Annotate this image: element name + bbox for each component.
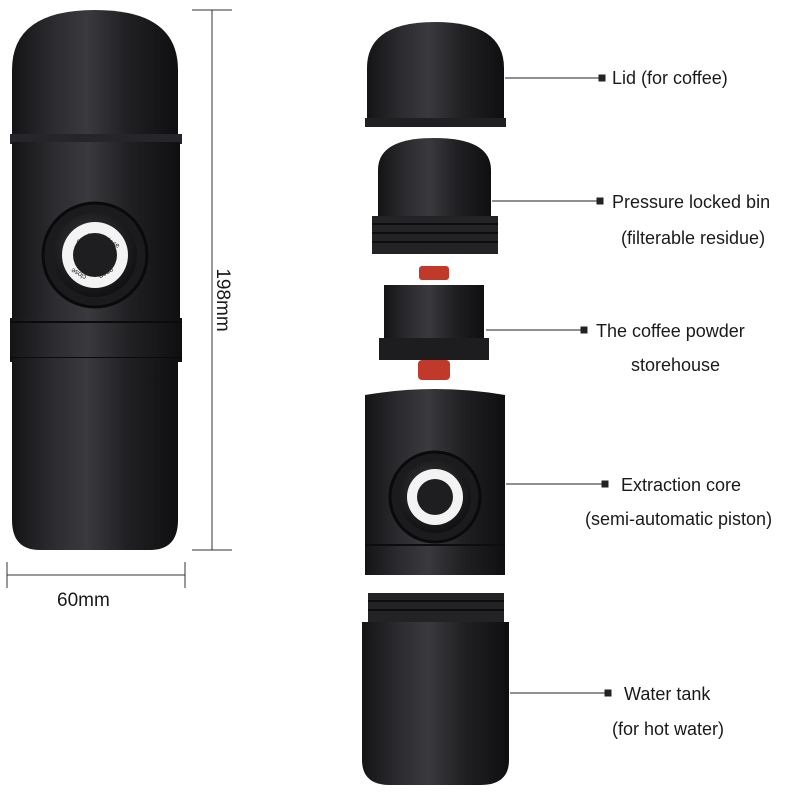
- assembled-tank: [12, 358, 178, 550]
- callout-lines: [486, 74, 612, 697]
- height-dimension-label: 198mm: [212, 268, 233, 332]
- label-coffee-storehouse-sub: storehouse: [631, 355, 721, 375]
- label-pressure-bin: Pressure locked bin: [612, 192, 771, 212]
- assembled-band: [10, 318, 182, 362]
- part-pressure-bin: [372, 138, 498, 254]
- part-water-tank: [362, 593, 509, 785]
- assembled-dial: open close close open: [41, 201, 149, 309]
- label-extraction-core-sub: (semi-automatic piston): [585, 509, 773, 529]
- seal-top: [419, 266, 449, 280]
- label-extraction-core: Extraction core: [621, 475, 742, 495]
- assembled-unit: open close close open: [10, 10, 182, 550]
- label-water-tank: Water tank: [624, 684, 711, 704]
- part-coffee-storehouse: [379, 266, 489, 380]
- label-lid: Lid (for coffee): [612, 68, 728, 88]
- width-dimension-label: 60mm: [57, 590, 110, 611]
- part-lid: [365, 22, 506, 127]
- assembled-collar: [10, 134, 182, 144]
- height-dimension-line: [192, 9, 232, 551]
- part-extraction-core: [365, 389, 505, 575]
- width-dimension-line: [6, 562, 186, 588]
- seal-bottom: [418, 360, 450, 380]
- label-coffee-storehouse: The coffee powder: [596, 321, 745, 341]
- label-water-tank-sub: (for hot water): [612, 719, 725, 739]
- label-pressure-bin-sub: (filterable residue): [621, 228, 766, 248]
- assembled-lid: [12, 10, 178, 140]
